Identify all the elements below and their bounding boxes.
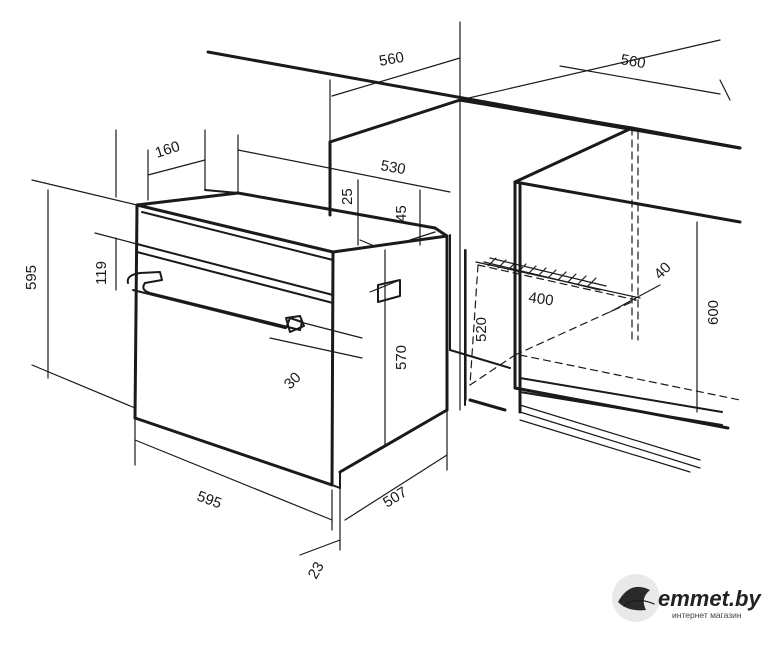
dimension-lines [31,39,731,556]
label-niche-width-right: 560 [619,51,647,72]
logo-tagline: интернет магазин [672,610,742,620]
emmet-logo: emmet.by интернет магазин [612,574,762,622]
label-top-depth: 160 [153,138,182,162]
label-handle-offset: 30 [281,369,305,393]
logo-name: emmet.by [658,586,762,611]
oven-body [126,189,449,489]
label-oven-height: 595 [23,265,40,290]
label-niche-height-right: 600 [705,300,722,325]
label-door-thickness: 23 [305,559,328,582]
cabinet-outline [206,21,742,473]
label-oven-depth-top: 530 [379,157,407,178]
label-offset-45: 45 [393,205,410,222]
label-niche-height-left: 520 [473,317,490,342]
label-offset-25: 25 [339,188,356,205]
label-oven-depth: 507 [380,484,410,512]
label-niche-width: 560 [378,49,406,70]
label-vent-width: 400 [527,289,554,309]
label-oven-width: 595 [195,488,224,513]
label-body-height: 570 [393,345,410,370]
label-panel-height: 119 [93,261,110,285]
label-vent-depth: 40 [651,259,675,283]
